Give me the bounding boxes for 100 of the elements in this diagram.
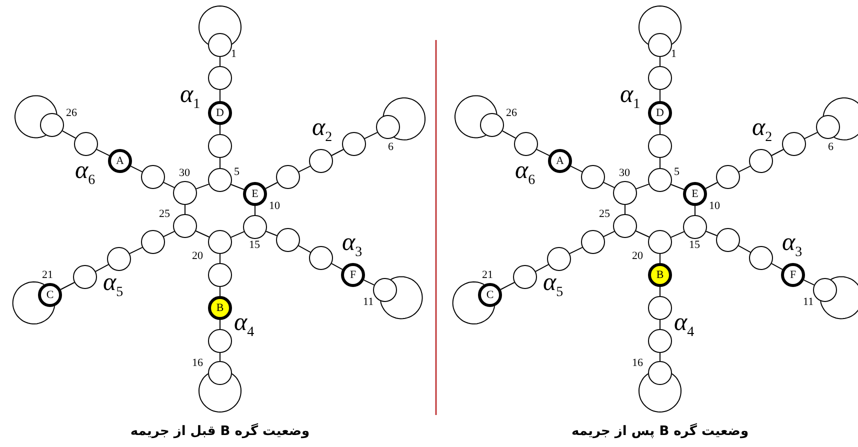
node-number: 10: [269, 200, 280, 212]
node-number: 25: [159, 208, 170, 220]
self-loop: [380, 276, 423, 320]
self-loop: [454, 95, 498, 138]
connector-line: [130, 166, 143, 172]
labeled-node-circle: E: [243, 182, 267, 206]
node-number: 30: [619, 167, 630, 179]
connector-line: [771, 263, 783, 270]
branch-label: α$_{5}$: [103, 270, 124, 302]
labeled-node-circle: A: [548, 149, 572, 173]
connector-line: [364, 132, 378, 140]
connector-line: [298, 245, 311, 253]
branch-label: α$_{5}$: [543, 270, 564, 302]
connector-line: [771, 149, 784, 156]
connector-line: [635, 230, 650, 238]
connector-line: [62, 130, 76, 139]
labeled-node-circle: B: [648, 263, 672, 287]
labeled-node-circle: D: [208, 101, 232, 125]
branch-label: α$_{2}$: [312, 115, 332, 147]
node-number: 26: [506, 107, 517, 119]
labeled-node-circle: F: [781, 263, 805, 287]
self-loop: [820, 276, 858, 320]
connector-line: [636, 184, 650, 190]
node-number: 5: [674, 166, 680, 178]
branch-label: α$_{6}$: [75, 158, 96, 190]
connector-line: [670, 231, 684, 238]
branch-label: α$_{3}$: [782, 230, 802, 262]
connector-line: [706, 230, 718, 236]
node-number: 20: [192, 250, 203, 262]
branch-label: α$_{1}$: [620, 82, 640, 114]
self-loop: [382, 97, 426, 140]
connector-line: [163, 182, 175, 188]
labeled-node-circle: B: [208, 296, 232, 320]
node-number: 15: [689, 239, 700, 251]
branch-label: α$_{2}$: [752, 115, 772, 147]
connector-line: [569, 246, 583, 254]
connector-line: [363, 280, 375, 286]
connector-line: [670, 184, 684, 190]
self-loop: [638, 6, 682, 45]
connector-line: [195, 230, 210, 238]
connector-line: [502, 130, 516, 139]
connector-line: [163, 230, 175, 238]
connector-line: [738, 166, 751, 172]
branch-label: α$_{6}$: [515, 158, 536, 190]
connector-line: [570, 166, 583, 172]
labeled-node-circle: C: [478, 283, 502, 307]
branch-label: α$_{4}$: [234, 310, 254, 342]
connector-line: [804, 132, 818, 140]
connector-line: [803, 280, 815, 286]
node-number: 20: [632, 250, 643, 262]
connector-line: [535, 264, 549, 272]
connector-line: [298, 166, 311, 172]
connector-line: [196, 184, 210, 190]
labeled-node-circle: F: [341, 263, 365, 287]
node-number: 1: [231, 48, 236, 60]
labeled-node-circle: E: [683, 182, 707, 206]
labeled-node-circle: D: [648, 101, 672, 125]
connector-line: [331, 149, 344, 156]
connector-line: [96, 148, 110, 156]
branch-label: α$_{4}$: [674, 310, 694, 342]
connector-line: [129, 246, 143, 254]
node-number: 6: [388, 141, 394, 153]
connector-line: [95, 264, 109, 272]
self-loop: [12, 281, 56, 324]
connector-line: [624, 204, 626, 214]
node-number: 21: [42, 269, 53, 281]
node-number: 15: [249, 239, 260, 251]
self-loop: [14, 95, 58, 138]
caption: وضعیت گره B پس از جریمه: [571, 424, 749, 439]
connector-line: [738, 245, 751, 253]
node-number: 16: [632, 357, 643, 369]
branch-label: α$_{1}$: [180, 82, 200, 114]
self-loop: [638, 373, 682, 412]
node-number: 5: [234, 166, 240, 178]
labeled-node-circle: A: [108, 149, 132, 173]
connector-line: [254, 206, 256, 216]
connector-line: [536, 148, 550, 156]
node-number: 26: [66, 107, 77, 119]
connector-line: [603, 182, 615, 188]
node-number: 16: [192, 357, 203, 369]
connector-line: [265, 182, 278, 189]
node-number: 6: [828, 141, 834, 153]
node-number: 11: [363, 296, 374, 308]
node-number: 10: [709, 200, 720, 212]
connector-line: [266, 230, 278, 236]
caption: وضعیت گره B قبل از جریمه: [130, 424, 310, 439]
self-loop: [198, 6, 242, 45]
node-number: 30: [179, 167, 190, 179]
node-number: 21: [482, 269, 493, 281]
connector-line: [705, 182, 718, 189]
connector-line: [184, 204, 186, 214]
connector-line: [694, 206, 696, 216]
connector-line: [500, 282, 515, 290]
connector-line: [60, 282, 75, 290]
node-number: 1: [671, 48, 676, 60]
self-loop: [822, 97, 858, 140]
self-loop: [452, 281, 496, 324]
connector-line: [331, 263, 343, 270]
node-number: 11: [803, 296, 814, 308]
self-loop: [198, 373, 242, 412]
